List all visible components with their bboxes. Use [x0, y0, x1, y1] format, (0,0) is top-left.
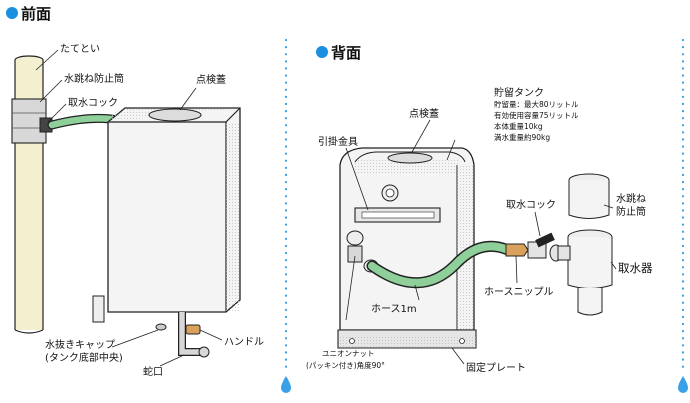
spec-weight: 本体重量10kg — [494, 121, 543, 131]
front-title: 前面 — [21, 5, 51, 23]
back-leaders — [345, 119, 617, 365]
spec-full-weight: 満水重量約90kg — [494, 132, 550, 142]
label-storage-tank: 貯留タンク — [494, 86, 544, 99]
front-view: 前面 — [6, 5, 264, 378]
front-title-dot — [6, 7, 18, 19]
label-inspection-lid: 点検蓋 — [196, 73, 226, 86]
back-hose — [368, 242, 512, 287]
label-fixing-plate: 固定プレート — [466, 361, 526, 374]
back-intake-cock — [505, 232, 563, 262]
label-drain-cap-2: (タンク底部中央) — [45, 351, 123, 364]
label-faucet: 蛇口 — [143, 365, 163, 378]
label-intake-cock: 取水コック — [68, 97, 118, 109]
label-hose: ホース1m — [371, 303, 417, 315]
label-back-intake-cock: 取水コック — [506, 199, 556, 211]
label-handle: ハンドル — [224, 337, 264, 348]
back-title: 背面 — [331, 44, 361, 62]
label-drain-cap-1: 水抜きキャップ — [45, 338, 115, 351]
divider-right-drop — [678, 376, 688, 393]
label-splash-guard-1: 水跳ね — [616, 192, 646, 205]
label-collector: 取水器 — [618, 261, 653, 275]
label-downspout: たてとい — [60, 43, 100, 55]
front-tank — [92, 107, 241, 358]
spec-volume: 貯留量：最大80リットル — [494, 99, 579, 109]
label-hose-nipple: ホースニップル — [484, 286, 554, 298]
front-leaders — [35, 49, 223, 367]
label-back-inspection-lid: 点検蓋 — [409, 107, 439, 120]
back-collector — [557, 229, 613, 316]
back-splash-guard — [568, 173, 610, 219]
downspout — [11, 55, 53, 334]
back-title-dot — [316, 46, 328, 58]
label-union-nut-1: ユニオンナット — [322, 349, 375, 358]
back-view: 背面 — [306, 44, 653, 374]
label-union-nut-2: (パッキン付き)角度90° — [306, 360, 385, 370]
label-splash-guard-2: 防止筒 — [616, 205, 646, 218]
label-hook-bracket: 引掛金具 — [318, 135, 358, 148]
divider-left-drop — [281, 376, 291, 393]
spec-effective: 有効使用容量75リットル — [494, 110, 579, 120]
back-tank — [337, 147, 477, 349]
label-splash-guard: 水跳ね防止筒 — [64, 72, 124, 85]
